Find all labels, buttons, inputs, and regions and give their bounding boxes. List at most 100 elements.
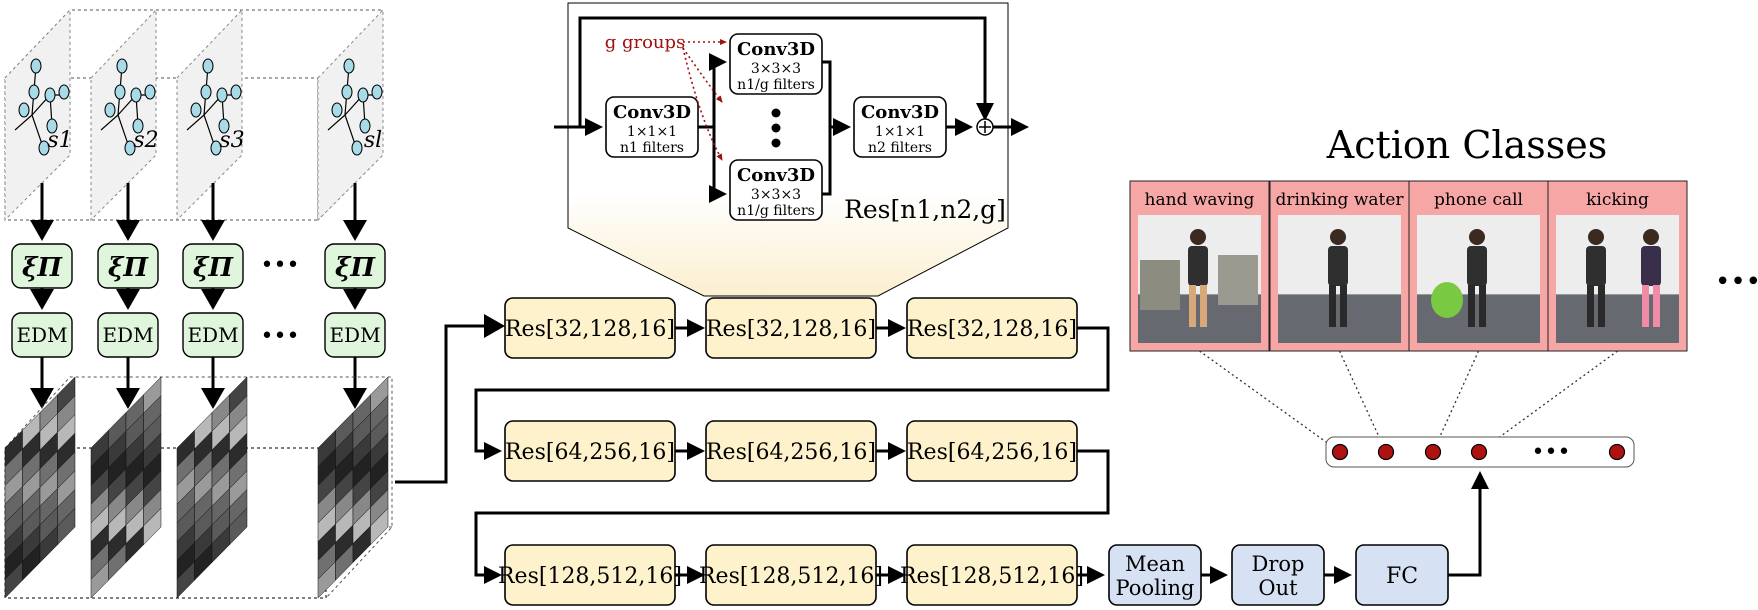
res-block-label: Res[64,256,16] <box>706 440 876 465</box>
edm-image-slices <box>4 376 389 599</box>
g-groups-arrow-mid <box>682 47 723 103</box>
res-block-label: Res[32,128,16] <box>907 317 1077 342</box>
joint-node <box>216 87 228 103</box>
class-connector <box>1199 350 1341 453</box>
joint-node <box>341 84 353 100</box>
joint-node <box>331 102 343 118</box>
frame-label: s1 <box>47 128 72 153</box>
edm-cell <box>57 507 76 546</box>
action-panel-1: hand waving <box>1129 180 1270 352</box>
photo-person <box>1586 229 1606 327</box>
skeleton-frame-2: s2 <box>90 8 159 222</box>
conv-group-bottom-filters: n1/g filters <box>737 203 815 219</box>
output-layer: ••• <box>1325 436 1635 468</box>
conv-group-top-title: Conv3D <box>737 39 815 60</box>
res-signature-label: Res[n1,n2,g] <box>844 195 1006 224</box>
res-block-2-3: Res[64,256,16] <box>906 420 1078 482</box>
edm-cell <box>229 507 248 546</box>
action-classes-title: Action Classes <box>1326 123 1607 167</box>
action-class-label: hand waving <box>1145 190 1255 210</box>
conv-group-bottom-title: Conv3D <box>737 165 815 186</box>
res-block-label: Res[128,512,16] <box>498 564 682 589</box>
joint-node <box>202 58 214 74</box>
vertical-dots <box>771 108 781 148</box>
frame-label: sl <box>364 128 382 153</box>
conv-out-title: Conv3D <box>861 102 939 123</box>
res-block-1-3: Res[32,128,16] <box>906 297 1078 359</box>
edm-label: EDM <box>16 323 67 347</box>
edm-image-4 <box>317 376 389 599</box>
photo-person <box>1641 229 1661 327</box>
fc-block: FC <box>1355 544 1449 606</box>
joint-node <box>114 84 126 100</box>
conv-group-top-filters: n1/g filters <box>737 77 815 93</box>
joint-node <box>132 118 144 134</box>
joint-node <box>200 84 212 100</box>
res-block-1-2: Res[32,128,16] <box>705 297 877 359</box>
edm-ellipsis: ••• <box>261 324 300 349</box>
joint-node <box>104 102 116 118</box>
res-block-3-2: Res[128,512,16] <box>699 544 883 606</box>
res-block-3-3: Res[128,512,16] <box>900 544 1084 606</box>
fc-label: FC <box>1386 564 1418 589</box>
res-block-1-1: Res[32,128,16] <box>504 297 676 359</box>
row-wrap-arrow <box>474 449 1110 584</box>
mean-pooling-label-2: Pooling <box>1116 576 1195 600</box>
frame-label: s3 <box>219 128 244 153</box>
conv-out-kernel: 1×1×1 <box>875 124 925 140</box>
res-block-label: Res[128,512,16] <box>900 564 1084 589</box>
frame-label: s2 <box>133 128 158 153</box>
output-nodes <box>1331 443 1626 461</box>
skeleton-frame-3: s3 <box>176 8 245 222</box>
photo-desk <box>1140 260 1180 310</box>
joint-node <box>144 84 156 100</box>
res-block-label: Res[64,256,16] <box>505 440 675 465</box>
output-node <box>1608 443 1626 461</box>
g-groups-label: g groups <box>605 32 686 53</box>
conv-group-bottom-kernel: 3×3×3 <box>751 187 801 203</box>
edm-image-2 <box>90 376 162 599</box>
conv-group-top-box <box>729 33 823 95</box>
output-node <box>1377 443 1395 461</box>
dropout-label-1: Drop <box>1252 552 1305 576</box>
conv-in-block: Conv3D 1×1×1 n1 filters <box>605 96 699 158</box>
action-class-label: phone call <box>1434 190 1523 210</box>
photo-person <box>1467 229 1487 327</box>
skeleton-frame-1: s1 <box>4 8 73 222</box>
detail-callout-frame <box>567 2 1009 297</box>
joint-node <box>230 84 242 100</box>
cube-to-network-arrow <box>395 314 505 484</box>
xi-label: ξΠ <box>108 253 149 283</box>
joint-node <box>190 102 202 118</box>
joint-node <box>130 87 142 103</box>
photo-person <box>1188 229 1208 327</box>
edm-cell <box>370 507 389 546</box>
edm-label: EDM <box>329 323 380 347</box>
output-node <box>1424 443 1442 461</box>
frame-slices: s1 s2 s3 sl <box>4 8 384 222</box>
conv-in-title: Conv3D <box>613 102 691 123</box>
xi-label: ξΠ <box>335 253 376 283</box>
edm-column-4: ξΠ EDM <box>324 183 386 409</box>
joint-node <box>18 102 30 118</box>
sum-symbol <box>979 121 991 133</box>
edm-image-cube <box>4 376 393 599</box>
action-panel-2: drinking water <box>1269 180 1410 352</box>
skeleton-icon <box>327 58 383 156</box>
edm-cell <box>143 507 162 546</box>
joint-node <box>30 58 42 74</box>
xi-label: ξΠ <box>193 253 234 283</box>
joint-node <box>124 140 136 156</box>
conv-in-kernel: 1×1×1 <box>627 124 677 140</box>
output-more: ••• <box>1532 440 1571 465</box>
photo-floor <box>1556 294 1679 343</box>
dropout-label-2: Out <box>1258 576 1298 600</box>
skeleton-frames: s1 s2 s3 sl <box>4 8 384 222</box>
conv-group-bottom-block: Conv3D 3×3×3 n1/g filters <box>729 159 823 221</box>
res-block-3-1: Res[128,512,16] <box>498 544 682 606</box>
class-connector <box>1432 350 1480 453</box>
